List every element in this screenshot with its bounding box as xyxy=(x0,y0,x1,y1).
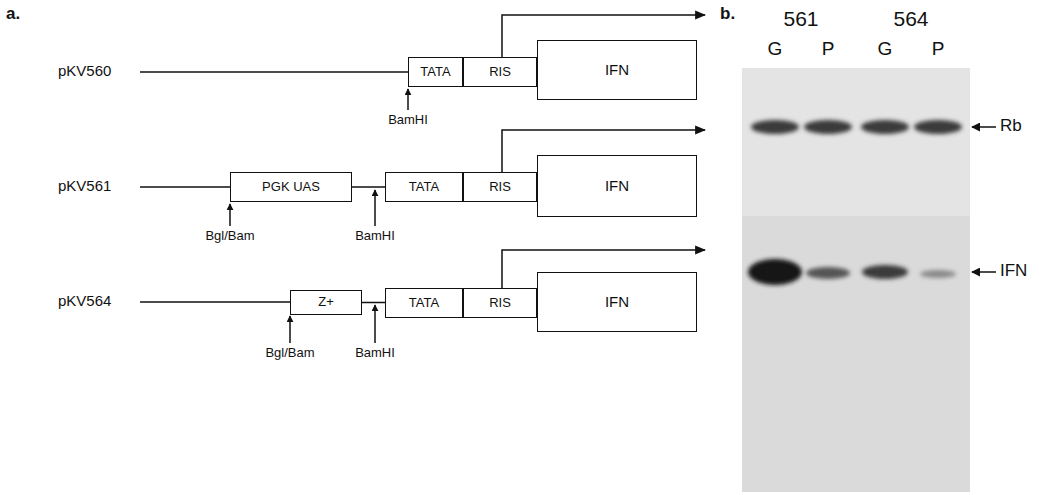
promoter-box: TATA xyxy=(385,288,463,318)
plasmid-name: pKV564 xyxy=(58,292,111,310)
gene-box: IFN xyxy=(537,40,697,100)
gel-panel xyxy=(742,216,970,492)
box-label: TATA xyxy=(409,180,439,194)
leader-box: RIS xyxy=(463,172,537,202)
promoter-box: TATA xyxy=(385,172,463,202)
lane-letter: P xyxy=(822,38,835,61)
band-label: IFN xyxy=(1000,261,1027,281)
rb-band xyxy=(914,120,962,134)
lane-letter: P xyxy=(932,38,945,61)
promoter-box: TATA xyxy=(408,57,463,87)
restriction-site: Bgl/Bam xyxy=(265,345,314,361)
plasmid-name: pKV561 xyxy=(58,177,111,195)
panel-letter: b. xyxy=(720,4,735,24)
plasmid-backbone xyxy=(140,71,408,73)
restriction-site: BamHI xyxy=(355,345,395,361)
gel-bands xyxy=(748,120,962,285)
leader-box: RIS xyxy=(463,288,537,318)
box-label: TATA xyxy=(409,296,439,310)
plasmid-backbone xyxy=(140,301,290,303)
panel-letter: a. xyxy=(6,4,20,24)
site-arrow xyxy=(374,190,376,226)
restriction-site: Bgl/Bam xyxy=(205,228,254,244)
backbone-segment xyxy=(362,302,385,304)
uas-box: Z+ xyxy=(290,290,362,315)
box-label: IFN xyxy=(605,62,629,79)
box-label: PGK UAS xyxy=(262,180,320,194)
leader-box: RIS xyxy=(463,57,537,87)
plasmid-backbone xyxy=(140,186,230,188)
gene-box: IFN xyxy=(537,155,697,217)
plasmid-name: pKV560 xyxy=(58,62,111,80)
box-label: RIS xyxy=(489,296,511,310)
box-label: IFN xyxy=(605,294,629,311)
ifn-band xyxy=(748,259,802,285)
lane-letter: G xyxy=(878,38,893,61)
site-arrow xyxy=(289,316,291,343)
ifn-band xyxy=(806,267,850,279)
site-arrow xyxy=(407,89,409,110)
gene-box: IFN xyxy=(537,272,697,332)
box-label: IFN xyxy=(605,178,629,195)
gel-panel xyxy=(742,68,970,216)
lane-letter: G xyxy=(768,38,783,61)
band-arrow xyxy=(972,126,996,128)
rb-band xyxy=(804,120,852,134)
box-label: RIS xyxy=(489,180,511,194)
restriction-site: BamHI xyxy=(388,112,428,128)
lane-number: 561 xyxy=(783,6,818,31)
box-label: TATA xyxy=(420,65,450,79)
band-arrow xyxy=(972,271,996,273)
backbone-segment xyxy=(352,186,385,188)
ifn-band xyxy=(920,270,956,278)
box-label: Z+ xyxy=(318,295,334,309)
box-label: RIS xyxy=(489,65,511,79)
site-arrow xyxy=(374,305,376,343)
rb-band xyxy=(751,120,799,134)
restriction-site: BamHI xyxy=(355,228,395,244)
ifn-band xyxy=(862,265,908,279)
rb-band xyxy=(861,120,909,134)
lane-number: 564 xyxy=(893,6,928,31)
band-label: Rb xyxy=(1000,116,1022,136)
uas-box: PGK UAS xyxy=(230,172,352,202)
site-arrow xyxy=(229,204,231,226)
